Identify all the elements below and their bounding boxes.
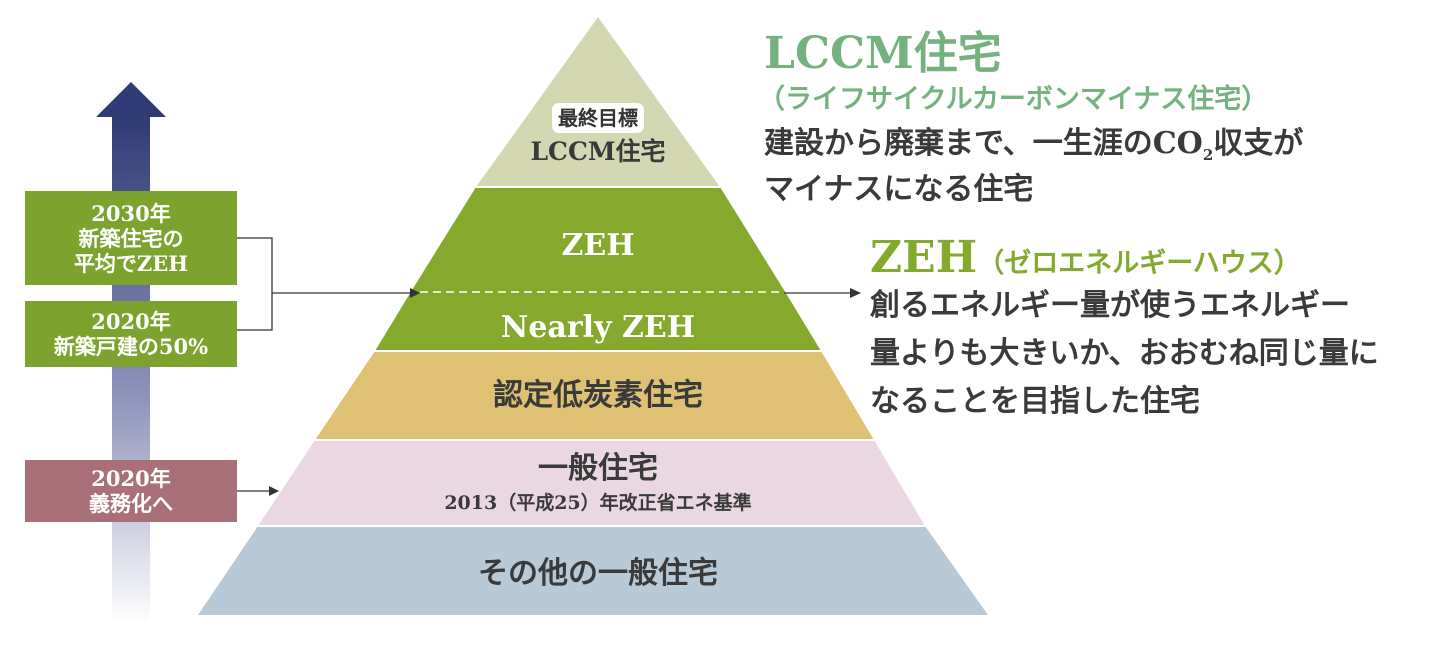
zeh-description-line2: 量よりも大きいか、おおむね同じ量に xyxy=(870,336,1379,371)
lccm-description-line1: 建設から廃棄まで、一生涯のCO2収支が xyxy=(764,124,1303,175)
target-2020-box: 2020年 新築戸建の50% xyxy=(25,301,237,367)
tier-other xyxy=(198,526,988,615)
low-carbon-tier-label: 認定低炭素住宅 xyxy=(493,378,703,413)
tier-lccm xyxy=(476,17,720,187)
mandate-2020-box: 2020年 義務化へ xyxy=(25,460,237,522)
zeh-tier-label: ZEH xyxy=(561,228,635,263)
zeh-pointer-arrowhead xyxy=(850,288,861,298)
tier-general xyxy=(258,440,925,526)
bracket-arrowhead xyxy=(410,288,420,298)
zeh-subtitle: （ゼロエネルギーハウス） xyxy=(977,248,1301,279)
tier-nearly-zeh xyxy=(375,290,821,351)
lccm-description-line2: マイナスになる住宅 xyxy=(764,172,1034,207)
lccm-subtitle: （ライフサイクルカーボンマイナス住宅） xyxy=(758,84,1269,115)
general-tier-label: 一般住宅 xyxy=(538,451,658,486)
nearly-zeh-tier-label: Nearly ZEH xyxy=(500,310,696,345)
zeh-description-line1: 創るエネルギー量が使うエネルギー xyxy=(870,288,1350,323)
tier-zeh xyxy=(412,187,784,290)
co2-subscript: 2 xyxy=(1202,146,1214,164)
lccm-title: LCCM住宅 xyxy=(764,28,1002,79)
lccm-desc-text-a: 建設から廃棄まで、一生涯のCO xyxy=(764,126,1203,161)
final-goal-badge: 最終目標 xyxy=(552,103,644,133)
mandate-arrowhead xyxy=(269,486,279,496)
zeh-title: ZEH xyxy=(870,232,978,283)
target-bracket xyxy=(237,237,410,331)
lccm-tier-name: LCCM住宅 xyxy=(530,137,666,166)
target-2030-box: 2030年 新築住宅の 平均でZEH xyxy=(25,191,237,285)
zeh-description-line3: なることを目指した住宅 xyxy=(870,384,1200,419)
target-2020-line2: 新築戸建の50% xyxy=(53,334,209,359)
other-tier-label: その他の一般住宅 xyxy=(478,556,718,591)
lccm-desc-text-b: 収支が xyxy=(1213,126,1304,161)
mandate-line2: 義務化へ xyxy=(89,491,173,516)
tier-low-carbon xyxy=(315,351,874,440)
target-2020-year: 2020年 xyxy=(91,309,171,334)
target-2030-line3: 平均でZEH xyxy=(73,250,189,276)
lccm-tier-label: 最終目標 LCCM住宅 xyxy=(498,103,698,169)
target-2030-line2: 新築住宅の xyxy=(78,225,184,251)
mandate-year: 2020年 xyxy=(91,466,171,491)
target-2030-year: 2030年 xyxy=(91,200,171,226)
zeh-heading: ZEH（ゼロエネルギーハウス） xyxy=(870,232,1301,293)
general-tier-sublabel: 2013（平成25）年改正省エネ基準 xyxy=(444,492,752,514)
